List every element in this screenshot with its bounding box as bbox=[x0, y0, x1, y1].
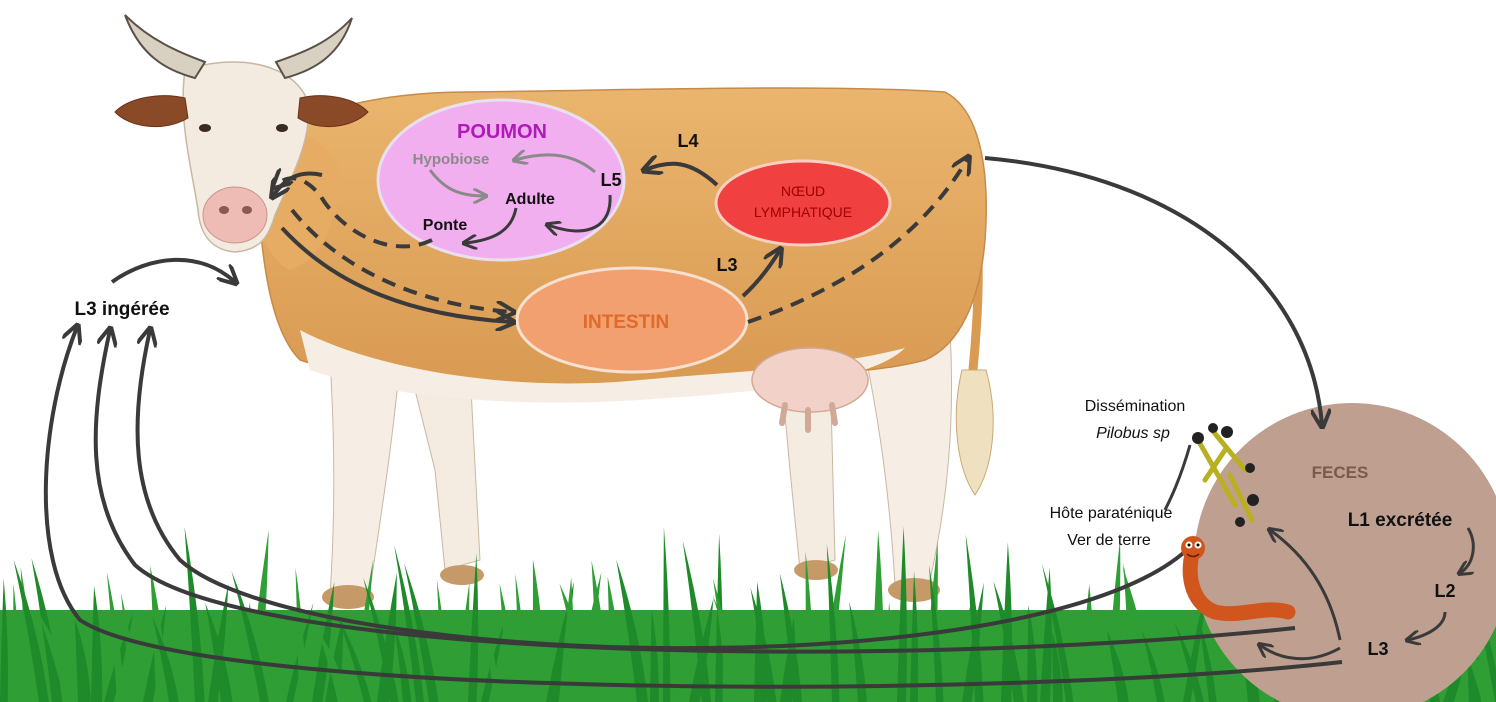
cow-eye bbox=[199, 124, 211, 132]
intestine-label: INTESTIN bbox=[583, 312, 670, 333]
cow-ear bbox=[115, 96, 188, 127]
earthworm-label: Ver de terre bbox=[1067, 532, 1151, 549]
ponte-label: Ponte bbox=[423, 217, 468, 234]
l4-label: L4 bbox=[677, 131, 698, 151]
l3-ingested-label: L3 ingérée bbox=[74, 299, 169, 320]
arrow-body-to-feces bbox=[985, 158, 1322, 425]
arrow-pilobus-line bbox=[1165, 445, 1190, 510]
pilobus-label: Pilobus sp bbox=[1096, 425, 1170, 442]
feces-pile bbox=[1194, 403, 1496, 702]
lymph-node-label-line2: LYMPHATIQUE bbox=[754, 204, 852, 220]
dissemination-label: Dissémination bbox=[1085, 398, 1185, 415]
lymph-node-ellipse bbox=[716, 161, 890, 245]
adult-label: Adulte bbox=[505, 191, 555, 208]
l3-feces-label: L3 bbox=[1367, 639, 1388, 659]
lung-label: POUMON bbox=[457, 121, 547, 143]
feces-label: FECES bbox=[1312, 463, 1369, 482]
cow-horn bbox=[276, 18, 352, 78]
l2-label: L2 bbox=[1434, 581, 1455, 601]
cow-front-leg-near bbox=[330, 360, 400, 595]
cow-horn bbox=[125, 15, 205, 78]
cow-eye bbox=[276, 124, 288, 132]
grass-blade bbox=[91, 586, 102, 702]
cow-front-leg-far bbox=[410, 370, 480, 570]
cow-udder bbox=[752, 348, 868, 412]
lymph-node-label-line1: NŒUD bbox=[781, 183, 825, 199]
l3-gut-label: L3 bbox=[716, 255, 737, 275]
cow-hoof bbox=[794, 560, 838, 580]
l1-excreted-label: L1 excrétée bbox=[1348, 510, 1453, 531]
cow-muzzle bbox=[203, 187, 267, 243]
l5-label: L5 bbox=[600, 170, 621, 190]
arrow-ingestion-to-mouth bbox=[112, 260, 235, 282]
cow-tail-switch bbox=[956, 370, 993, 495]
paratenic-host-label: Hôte paraténique bbox=[1050, 505, 1173, 522]
hypobiose-label: Hypobiose bbox=[413, 151, 490, 168]
